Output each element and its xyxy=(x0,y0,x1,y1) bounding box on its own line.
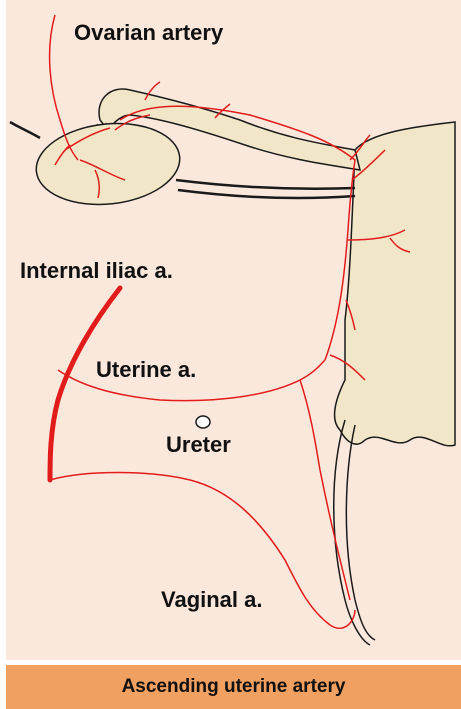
uterine-artery-label: Uterine a. xyxy=(96,357,196,383)
internal-iliac-label: Internal iliac a. xyxy=(20,258,173,284)
anatomy-figure: Ovarian artery Internal iliac a. Uterine… xyxy=(6,0,461,660)
anatomy-drawing xyxy=(6,0,461,660)
vaginal-artery-label: Vaginal a. xyxy=(161,587,263,613)
figure-caption: Ascending uterine artery xyxy=(6,665,461,709)
ureter-label: Ureter xyxy=(166,432,231,458)
ureter-marker xyxy=(196,416,210,428)
uterus-body xyxy=(335,122,455,446)
ovarian-artery-label: Ovarian artery xyxy=(74,20,223,46)
